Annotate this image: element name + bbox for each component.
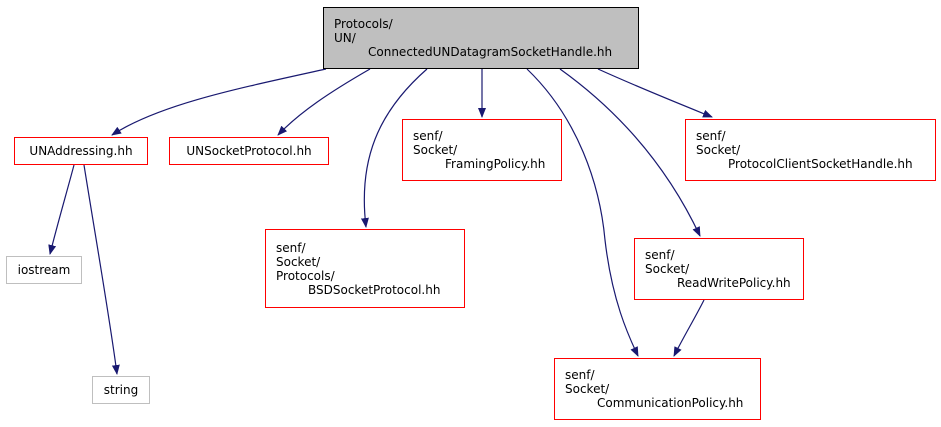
node-communicationpolicy[interactable]: senf/Socket/CommunicationPolicy.hh <box>554 358 761 420</box>
node-protocolclientsockethandle[interactable]: senf/Socket/ProtocolClientSocketHandle.h… <box>685 119 936 181</box>
node-label-line: Socket/ <box>565 382 610 396</box>
node-label-line: iostream <box>17 263 71 277</box>
node-label-line: Socket/ <box>696 143 741 157</box>
node-label-line: senf/ <box>276 241 306 255</box>
node-label-line: BSDSocketProtocol.hh <box>308 283 441 297</box>
edge-root-to-unsocketprotocol <box>277 68 371 136</box>
node-label-line: string <box>103 383 139 397</box>
node-label-line: Socket/ <box>645 262 690 276</box>
node-unaddressing[interactable]: UNAddressing.hh <box>14 137 148 165</box>
node-readwritepolicy[interactable]: senf/Socket/ReadWritePolicy.hh <box>634 238 804 300</box>
edge-root-to-bsdsocketprotocol <box>360 68 428 228</box>
node-label-line: ReadWritePolicy.hh <box>677 276 791 290</box>
node-label-line: Protocols/ <box>334 17 393 31</box>
node-iostream[interactable]: iostream <box>6 256 82 284</box>
edge-root-to-communicationpolicy <box>526 68 639 357</box>
node-label-line: UNSocketProtocol.hh <box>186 144 312 158</box>
edge-root-to-readwritepolicy <box>559 68 701 237</box>
edge-unaddressing-to-string <box>83 164 120 375</box>
edge-readwritepolicy-to-communicationpolicy <box>673 299 705 357</box>
node-label-line: senf/ <box>413 129 443 143</box>
node-label-line: Socket/ <box>276 255 321 269</box>
node-label-line: CommunicationPolicy.hh <box>597 396 744 410</box>
node-label-line: senf/ <box>565 368 595 382</box>
node-bsdsocketprotocol[interactable]: senf/Socket/Protocols/BSDSocketProtocol.… <box>265 229 465 308</box>
node-label-line: Protocols/ <box>276 269 335 283</box>
node-unsocketprotocol[interactable]: UNSocketProtocol.hh <box>169 137 329 165</box>
edge-root-to-protocolclientsockethandle <box>597 68 713 118</box>
node-label-line: senf/ <box>645 248 675 262</box>
node-label-line: Socket/ <box>413 143 458 157</box>
node-label-line: ConnectedUNDatagramSocketHandle.hh <box>368 45 613 59</box>
node-framingpolicy[interactable]: senf/Socket/FramingPolicy.hh <box>402 119 562 181</box>
edge-root-to-unaddressing <box>111 68 327 136</box>
node-root: Protocols/UN/ConnectedUNDatagramSocketHa… <box>323 7 639 69</box>
node-label-line: FramingPolicy.hh <box>445 157 546 171</box>
node-label-line: UN/ <box>334 31 356 45</box>
node-label-line: senf/ <box>696 129 726 143</box>
node-label-line: UNAddressing.hh <box>29 144 133 158</box>
edge-unaddressing-to-iostream <box>48 164 75 255</box>
node-label-line: ProtocolClientSocketHandle.hh <box>728 157 913 171</box>
node-string[interactable]: string <box>92 376 150 404</box>
